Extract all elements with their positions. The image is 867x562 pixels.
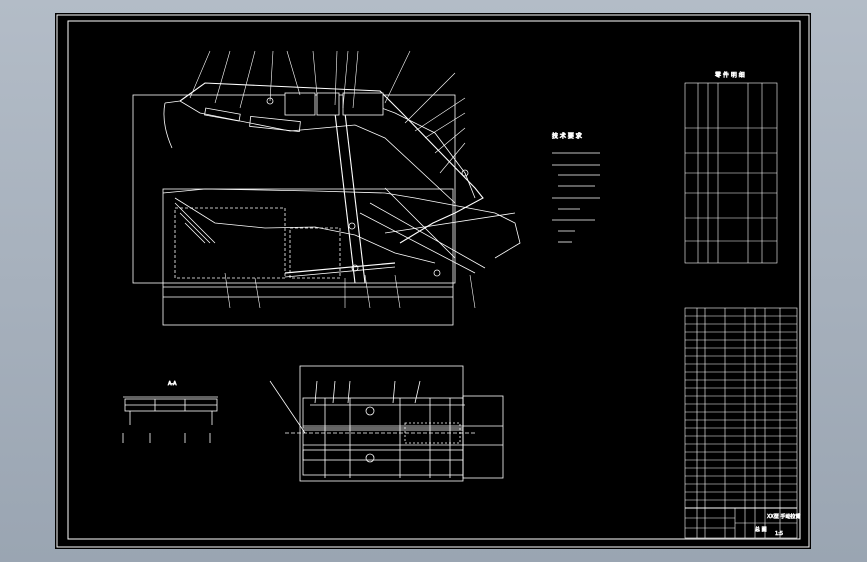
bill-of-materials: XX型 手动拉臂 总 图 1:5 (684, 307, 801, 539)
title-block-scale: 1:5 (775, 531, 783, 537)
inner-frame (67, 20, 801, 540)
outer-frame (56, 14, 810, 548)
bom-row-lines (685, 315, 797, 501)
title-block-subname: 总 图 (755, 526, 767, 533)
part-leaders (189, 50, 476, 309)
title-block-name: XX型 手动拉臂 (767, 513, 800, 520)
section-view-aa: A-A (122, 381, 218, 443)
parts-table-top: 零 件 明 细 (684, 71, 778, 264)
drawing-canvas: 技 术 要 求 零 件 明 细 (56, 14, 810, 548)
main-elevation-view (132, 82, 521, 326)
section-label: A-A (168, 381, 177, 387)
plan-view (269, 365, 504, 482)
parts-table-title: 零 件 明 细 (715, 71, 745, 79)
drawing-sheet: 技 术 要 求 零 件 明 细 (55, 13, 811, 549)
notes-title: 技 术 要 求 (552, 132, 582, 140)
technical-notes: 技 术 要 求 (552, 132, 600, 243)
